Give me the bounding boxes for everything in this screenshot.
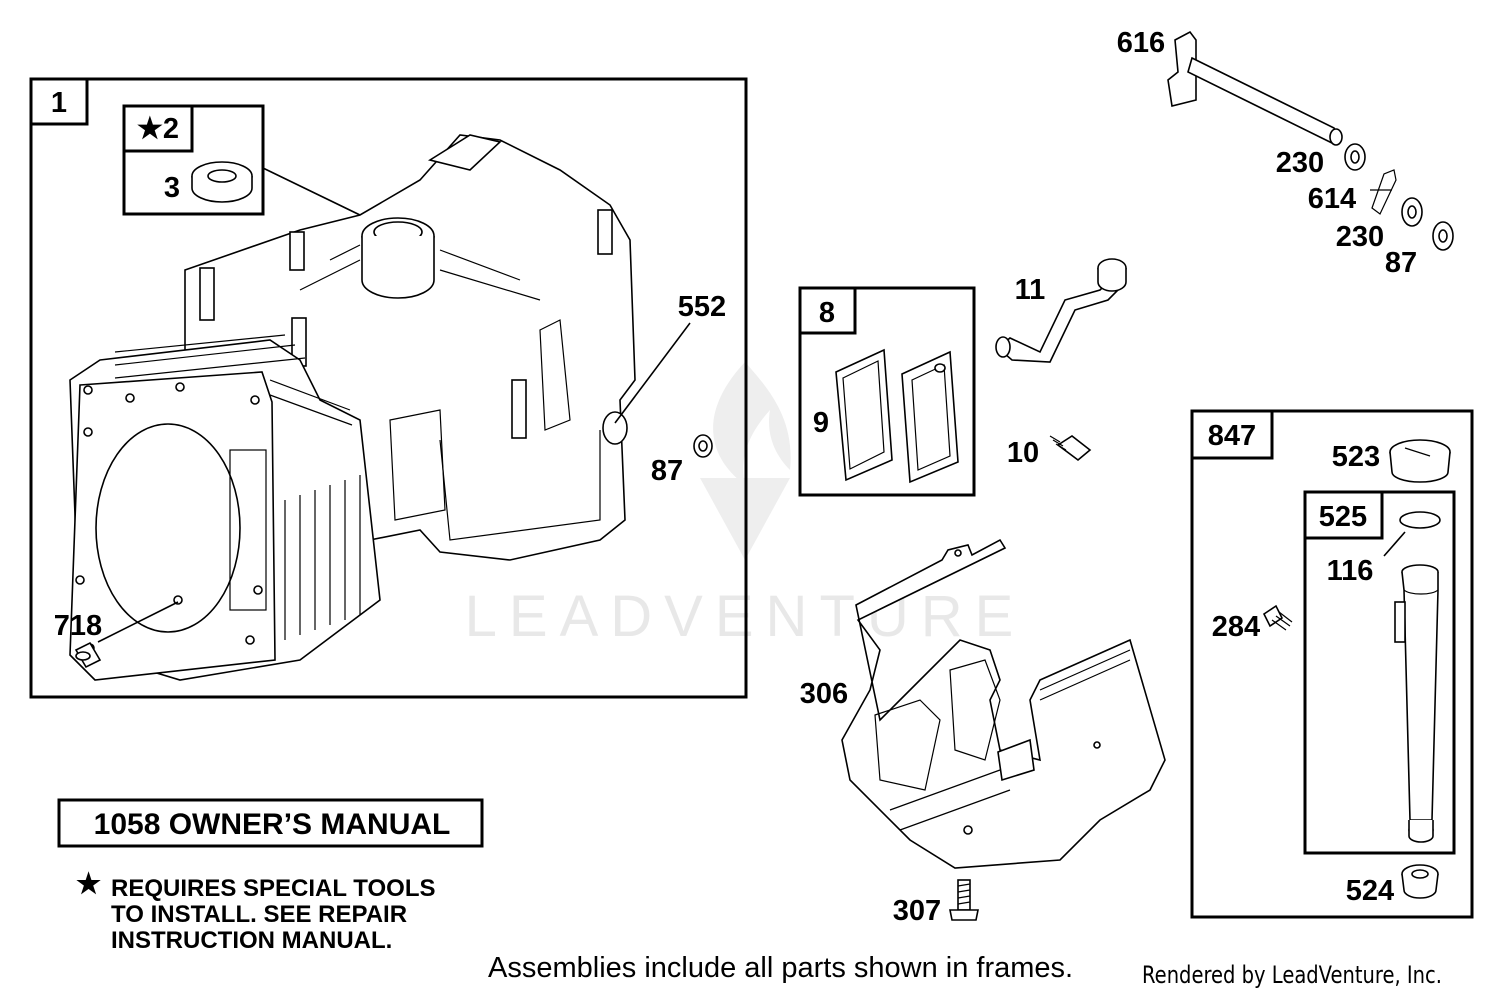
leader-116 <box>1383 531 1406 557</box>
part-label-3[interactable]: 3 <box>164 172 180 204</box>
frame-525-label: 525 <box>1319 501 1367 533</box>
washer-87-block-part[interactable] <box>693 434 713 458</box>
cylinder-block-part[interactable] <box>69 134 636 681</box>
dowel-pin-part[interactable] <box>74 641 102 669</box>
grommet-part[interactable] <box>1401 864 1439 899</box>
part-label-230-upper[interactable]: 230 <box>1276 147 1324 179</box>
frame-gasket-kit: 8 <box>798 286 976 497</box>
governor-shaft-part[interactable] <box>1167 30 1343 146</box>
part-label-87-upper[interactable]: 87 <box>1385 247 1417 279</box>
part-label-616[interactable]: 616 <box>1117 27 1165 59</box>
note-line-1: REQUIRES SPECIAL TOOLS <box>111 875 436 902</box>
o-ring-part[interactable] <box>1399 511 1441 529</box>
part-label-306[interactable]: 306 <box>800 678 848 710</box>
washer-230-lower-part[interactable] <box>1401 197 1423 227</box>
breather-tube-part[interactable] <box>995 258 1127 363</box>
watermark-logo-icon <box>700 362 791 560</box>
render-credit: Rendered by LeadVenture, Inc. <box>1142 961 1442 989</box>
part-label-116[interactable]: 116 <box>1327 555 1374 587</box>
frame-2-label: ★2 <box>137 113 179 145</box>
part-label-230-lower[interactable]: 230 <box>1336 221 1384 253</box>
air-guide-part[interactable] <box>841 538 1166 869</box>
screw-10-part[interactable] <box>1049 435 1092 462</box>
frame-847-label: 847 <box>1208 420 1256 452</box>
dipstick-cap-part[interactable] <box>1389 439 1451 483</box>
note-star-icon: ★ <box>76 868 101 899</box>
special-tools-note: ★ REQUIRES SPECIAL TOOLS TO INSTALL. SEE… <box>76 868 436 954</box>
gasket-part[interactable] <box>835 348 893 482</box>
watermark-text: LEADVENTURE <box>465 584 1026 649</box>
part-label-10[interactable]: 10 <box>1007 437 1039 469</box>
frame-1-label: 1 <box>51 87 67 119</box>
leader-552 <box>614 322 691 424</box>
assemblies-caption: Assemblies include all parts shown in fr… <box>488 952 1073 984</box>
note-line-2: TO INSTALL. SEE REPAIR <box>111 901 407 928</box>
part-label-284[interactable]: 284 <box>1212 611 1260 643</box>
part-label-614[interactable]: 614 <box>1308 183 1356 215</box>
note-line-3: INSTRUCTION MANUAL. <box>111 927 392 954</box>
owners-manual-box[interactable]: 1058 OWNER’S MANUAL <box>57 798 484 848</box>
frame-seal-kit: ★2 <box>122 104 265 216</box>
owners-manual-text: 1058 OWNER’S MANUAL <box>94 808 451 841</box>
frame-dipstick-assembly: 847 <box>1190 409 1474 919</box>
part-label-87-block[interactable]: 87 <box>651 455 683 487</box>
oil-seal-part[interactable] <box>191 161 253 203</box>
part-label-552[interactable]: 552 <box>678 291 726 323</box>
part-label-307[interactable]: 307 <box>893 895 941 927</box>
watermark: LEADVENTURE <box>465 362 1026 649</box>
leader-718 <box>97 601 179 643</box>
cover-plate-part[interactable] <box>901 350 959 484</box>
screw-307-part[interactable] <box>949 879 979 921</box>
part-label-523[interactable]: 523 <box>1332 441 1380 473</box>
frame-engine-block: 1 <box>29 77 748 699</box>
dipstick-tube-part[interactable] <box>1394 564 1439 843</box>
washer-230-upper-part[interactable] <box>1344 143 1366 171</box>
part-label-718[interactable]: 718 <box>54 610 102 642</box>
hairpin-clip-part[interactable] <box>1370 169 1397 215</box>
frame-8-label: 8 <box>819 297 835 329</box>
part-label-11[interactable]: 11 <box>1015 274 1046 306</box>
screw-284-part[interactable] <box>1262 604 1293 631</box>
part-label-9[interactable]: 9 <box>813 407 829 439</box>
frame-dipstick-tube: 525 <box>1303 490 1456 855</box>
washer-87-upper-part[interactable] <box>1432 221 1454 251</box>
part-label-524[interactable]: 524 <box>1346 875 1394 907</box>
